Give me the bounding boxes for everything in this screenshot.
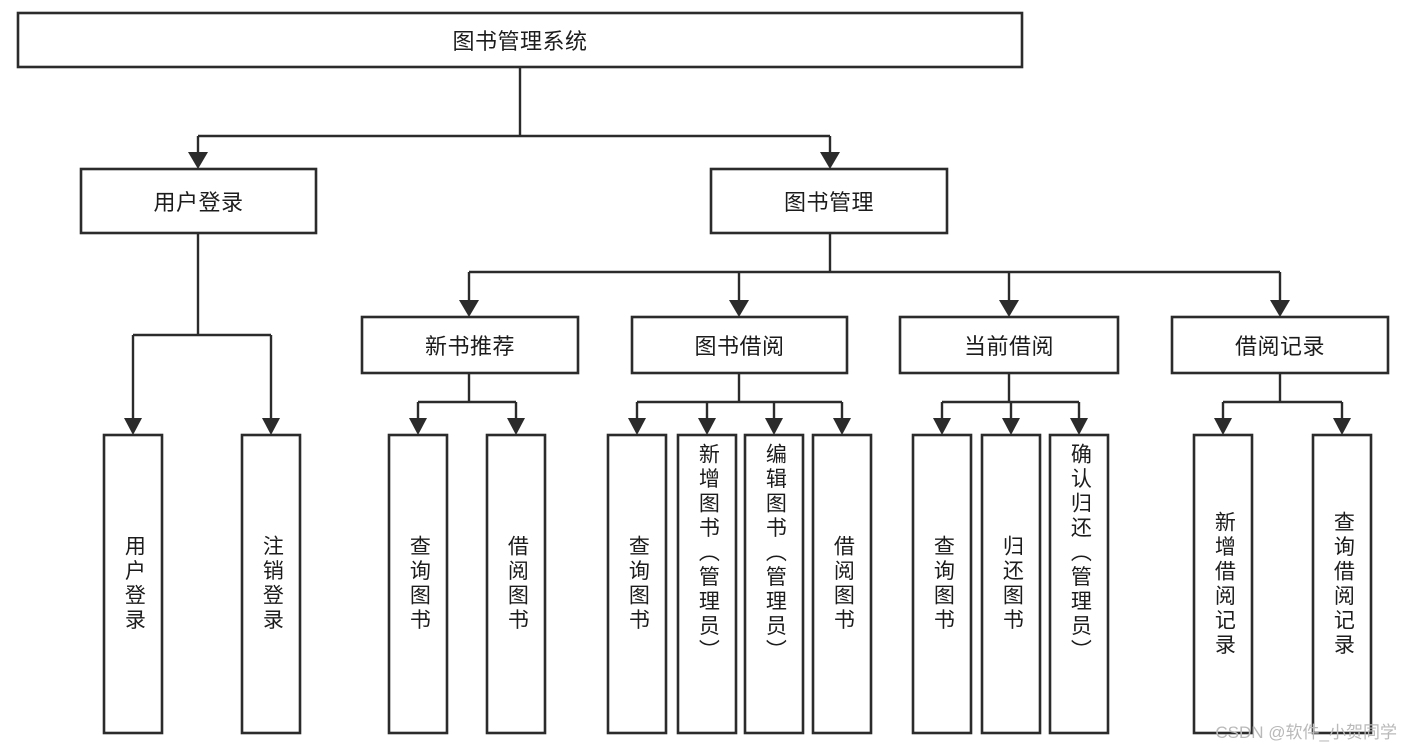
connector-layer (124, 67, 1351, 435)
node-box-leaf-confirm-return[interactable] (1048, 433, 1110, 735)
arrowhead-leaf-query-record (1333, 418, 1351, 435)
arrowhead-leaf-user-login (124, 418, 142, 435)
node-box-leaf-query-book-1[interactable] (387, 433, 449, 735)
arrowhead-book-borrow (729, 300, 749, 317)
arrowhead-leaf-logout (262, 418, 280, 435)
arrowhead-leaf-confirm-return (1070, 418, 1088, 435)
node-box-leaf-query-record[interactable] (1311, 433, 1373, 735)
arrowhead-leaf-return-book (1002, 418, 1020, 435)
node-box-leaf-query-book-2[interactable] (606, 433, 668, 735)
node-box-current-borrow[interactable] (898, 315, 1120, 375)
node-box-borrow-record[interactable] (1170, 315, 1390, 375)
arrowhead-leaf-query-book-1 (409, 418, 427, 435)
node-box-leaf-borrow-book-2[interactable] (811, 433, 873, 735)
node-box-book-manage[interactable] (709, 167, 949, 235)
arrowhead-leaf-add-record (1214, 418, 1232, 435)
arrowhead-current-borrow (999, 300, 1019, 317)
arrowhead-leaf-query-book-3 (933, 418, 951, 435)
node-box-leaf-return-book[interactable] (980, 433, 1042, 735)
arrowhead-leaf-edit-book (765, 418, 783, 435)
arrowhead-leaf-borrow-book-1 (507, 418, 525, 435)
node-box-leaf-add-book[interactable] (676, 433, 738, 735)
node-box-leaf-borrow-book-1[interactable] (485, 433, 547, 735)
node-box-user-login[interactable] (79, 167, 318, 235)
arrowhead-book-manage (820, 152, 840, 169)
arrowhead-leaf-add-book (698, 418, 716, 435)
node-box-leaf-add-record[interactable] (1192, 433, 1254, 735)
node-box-book-borrow[interactable] (630, 315, 849, 375)
arrowhead-new-book-rec (459, 300, 479, 317)
arrowhead-leaf-query-book-2 (628, 418, 646, 435)
arrowhead-user-login (188, 152, 208, 169)
node-box-leaf-query-book-3[interactable] (911, 433, 973, 735)
node-box-new-book-recommend[interactable] (360, 315, 580, 375)
arrowhead-borrow-record (1270, 300, 1290, 317)
node-layer (16, 11, 1390, 735)
node-box-leaf-edit-book[interactable] (743, 433, 805, 735)
node-box-root[interactable] (16, 11, 1024, 69)
node-box-leaf-user-login[interactable] (102, 433, 164, 735)
node-box-leaf-logout[interactable] (240, 433, 302, 735)
arrowhead-leaf-borrow-book-2 (833, 418, 851, 435)
